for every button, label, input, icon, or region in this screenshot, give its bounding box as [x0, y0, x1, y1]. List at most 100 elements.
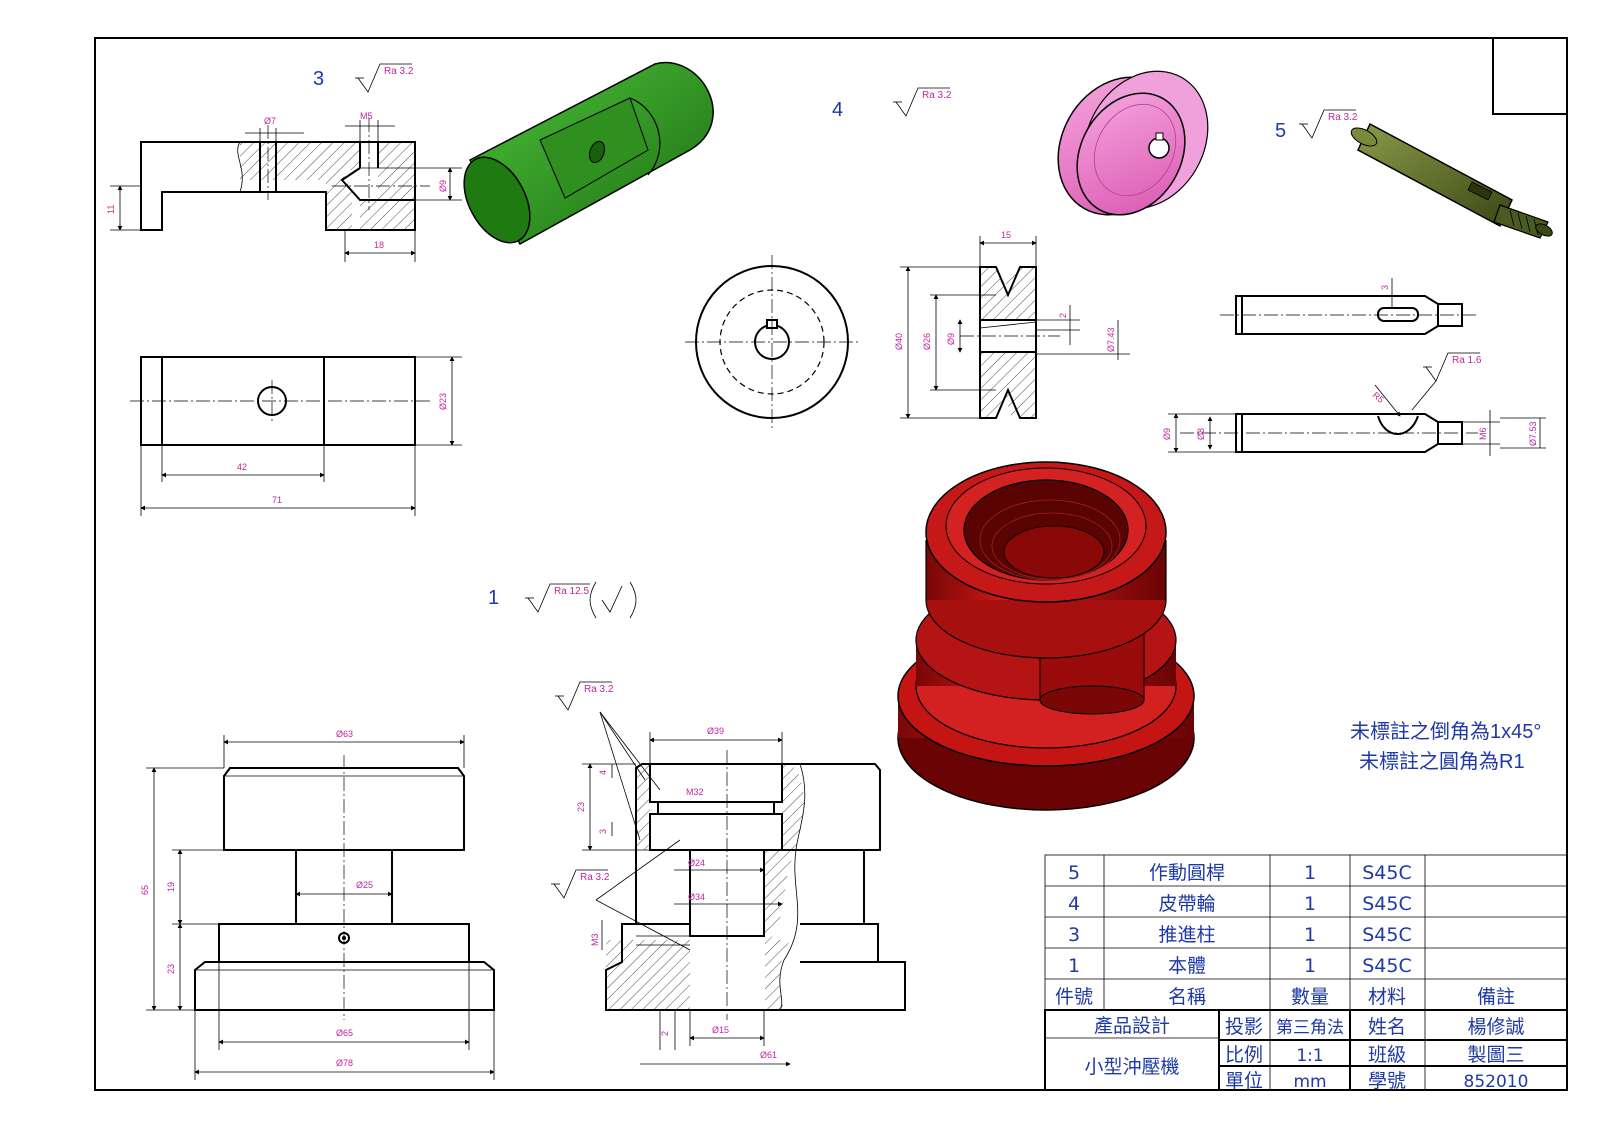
dim-d7-53: Ø7.53	[1528, 421, 1538, 446]
dim-d8: Ø8	[1196, 428, 1206, 440]
title-design: 產品設計	[1094, 1015, 1170, 1037]
dim-d23-part3: Ø23	[438, 393, 448, 410]
label-name: 姓名	[1368, 1016, 1406, 1038]
bom-row: 3 推進柱 1 S45C	[1068, 924, 1412, 946]
dim-d7: Ø7	[264, 116, 276, 126]
bom-header: 件號 名稱 數量 材料 備註	[1055, 986, 1515, 1008]
dim-18: 18	[374, 240, 384, 250]
part1-group: 1 Ra 12.5 Ø63 65 19 23 Ø25	[140, 461, 1195, 1080]
dim-d25: Ø25	[356, 880, 373, 890]
label-projection: 投影	[1225, 1016, 1263, 1038]
sheet-border	[94, 37, 1568, 1091]
part3-3d-model	[463, 61, 714, 246]
svg-text:Ra 3.2: Ra 3.2	[1328, 112, 1358, 123]
dim-23-section: 23	[576, 802, 586, 812]
dim-65: 65	[140, 885, 150, 895]
svg-text:推進柱: 推進柱	[1158, 924, 1215, 946]
svg-text:S45C: S45C	[1362, 862, 1412, 884]
value-projection: 第三角法	[1276, 1018, 1344, 1038]
roughness-symbol: Ra 3.2	[551, 839, 691, 951]
roughness-symbol: Ra 1.6	[1411, 352, 1482, 411]
dim-d15: Ø15	[712, 1025, 729, 1035]
dim-11: 11	[106, 205, 116, 214]
dim-3-part5: 3	[1380, 285, 1390, 290]
dim-19: 19	[166, 882, 176, 892]
dim-d9-part5: Ø9	[1162, 428, 1172, 440]
dim-4: 4	[598, 770, 608, 775]
dim-3: 3	[598, 829, 608, 834]
svg-text:Ra 3.2: Ra 3.2	[384, 66, 414, 77]
dim-d61: Ø61	[760, 1050, 777, 1060]
dim-23: 23	[166, 964, 176, 974]
note-fillet: 未標註之圓角為R1	[1359, 750, 1525, 773]
part3-number: 3	[313, 68, 324, 90]
svg-text:備註: 備註	[1477, 986, 1515, 1008]
dim-d78: Ø78	[336, 1058, 353, 1068]
svg-text:Ra 3.2: Ra 3.2	[584, 684, 614, 695]
value-class: 製圖三	[1467, 1044, 1524, 1066]
part5-top-view	[1220, 295, 1478, 335]
bom-row: 4 皮帶輪 1 S45C	[1068, 893, 1412, 915]
bom-table: 5 作動圓桿 1 S45C 4 皮帶輪 1 S45C 3 推進柱 1 S45C …	[1044, 854, 1568, 1011]
dim-d63: Ø63	[336, 729, 353, 739]
part4-3d-model	[1057, 70, 1209, 216]
dim-15: 15	[1001, 230, 1011, 240]
part1-front-view	[194, 755, 495, 1020]
svg-text:S45C: S45C	[1362, 893, 1412, 915]
dim-42: 42	[237, 462, 247, 472]
svg-text:1: 1	[1304, 924, 1316, 946]
svg-text:4: 4	[1068, 893, 1080, 915]
dim-d34: Ø34	[688, 892, 705, 902]
part4-group: 4 Ra 3.2 15 Ø40 Ø26	[685, 70, 1209, 430]
label-class: 班級	[1368, 1044, 1406, 1066]
svg-text:1: 1	[1304, 862, 1316, 884]
dim-r5: R5	[1371, 390, 1386, 405]
svg-text:材料: 材料	[1368, 986, 1406, 1008]
part4-end-view	[685, 255, 860, 430]
dim-2-part4: 2	[1058, 313, 1068, 318]
svg-text:Ra 3.2: Ra 3.2	[580, 872, 610, 883]
label-id: 學號	[1368, 1070, 1406, 1092]
svg-text:Ra 3.2: Ra 3.2	[922, 90, 952, 101]
svg-text:S45C: S45C	[1362, 955, 1412, 977]
label-scale: 比例	[1225, 1044, 1263, 1066]
roughness-symbol: Ra 3.2	[1299, 109, 1358, 139]
part5-number: 5	[1275, 120, 1286, 142]
svg-text:皮帶輪: 皮帶輪	[1158, 893, 1215, 915]
dim-d26: Ø26	[922, 333, 932, 350]
part4-number: 4	[832, 99, 843, 121]
value-scale: 1:1	[1296, 1046, 1323, 1066]
svg-text:數量: 數量	[1291, 986, 1329, 1008]
roughness-symbol: Ra 12.5	[525, 581, 637, 619]
svg-text:3: 3	[1068, 924, 1080, 946]
corner-box	[1492, 37, 1568, 115]
svg-text:名稱: 名稱	[1168, 986, 1206, 1008]
part4-section-view	[960, 266, 1060, 419]
svg-text:1: 1	[1304, 893, 1316, 915]
dim-d24: Ø24	[688, 858, 705, 868]
dim-71: 71	[272, 495, 282, 505]
note-chamfer: 未標註之倒角為1x45°	[1350, 720, 1541, 743]
bom-row: 5 作動圓桿 1 S45C	[1068, 862, 1412, 884]
bom-row: 1 本體 1 S45C	[1068, 955, 1412, 977]
part3-group: 3 Ra 3.2 Ø7 M5 Ø9 11 18	[106, 61, 714, 516]
part5-side-view	[1180, 413, 1478, 453]
svg-text:本體: 本體	[1168, 955, 1206, 977]
roughness-symbol: Ra 3.2	[893, 87, 952, 117]
part5-group: 5 Ra 3.2 3	[1162, 109, 1553, 456]
part1-3d-model	[897, 461, 1195, 811]
dim-d39: Ø39	[707, 726, 724, 736]
svg-text:Ra 12.5: Ra 12.5	[554, 586, 589, 597]
roughness-symbol: Ra 3.2	[355, 63, 414, 93]
label-unit: 單位	[1225, 1070, 1263, 1092]
dim-m5: M5	[360, 111, 373, 121]
title-product: 小型沖壓機	[1084, 1056, 1179, 1078]
svg-text:5: 5	[1068, 862, 1080, 884]
svg-text:件號: 件號	[1055, 986, 1093, 1008]
svg-text:S45C: S45C	[1362, 924, 1412, 946]
dim-m3: M3	[590, 933, 600, 946]
part3-section-view	[140, 118, 430, 231]
svg-text:Ra 1.6: Ra 1.6	[1452, 355, 1482, 366]
roughness-symbol: Ra 3.2	[555, 681, 661, 841]
